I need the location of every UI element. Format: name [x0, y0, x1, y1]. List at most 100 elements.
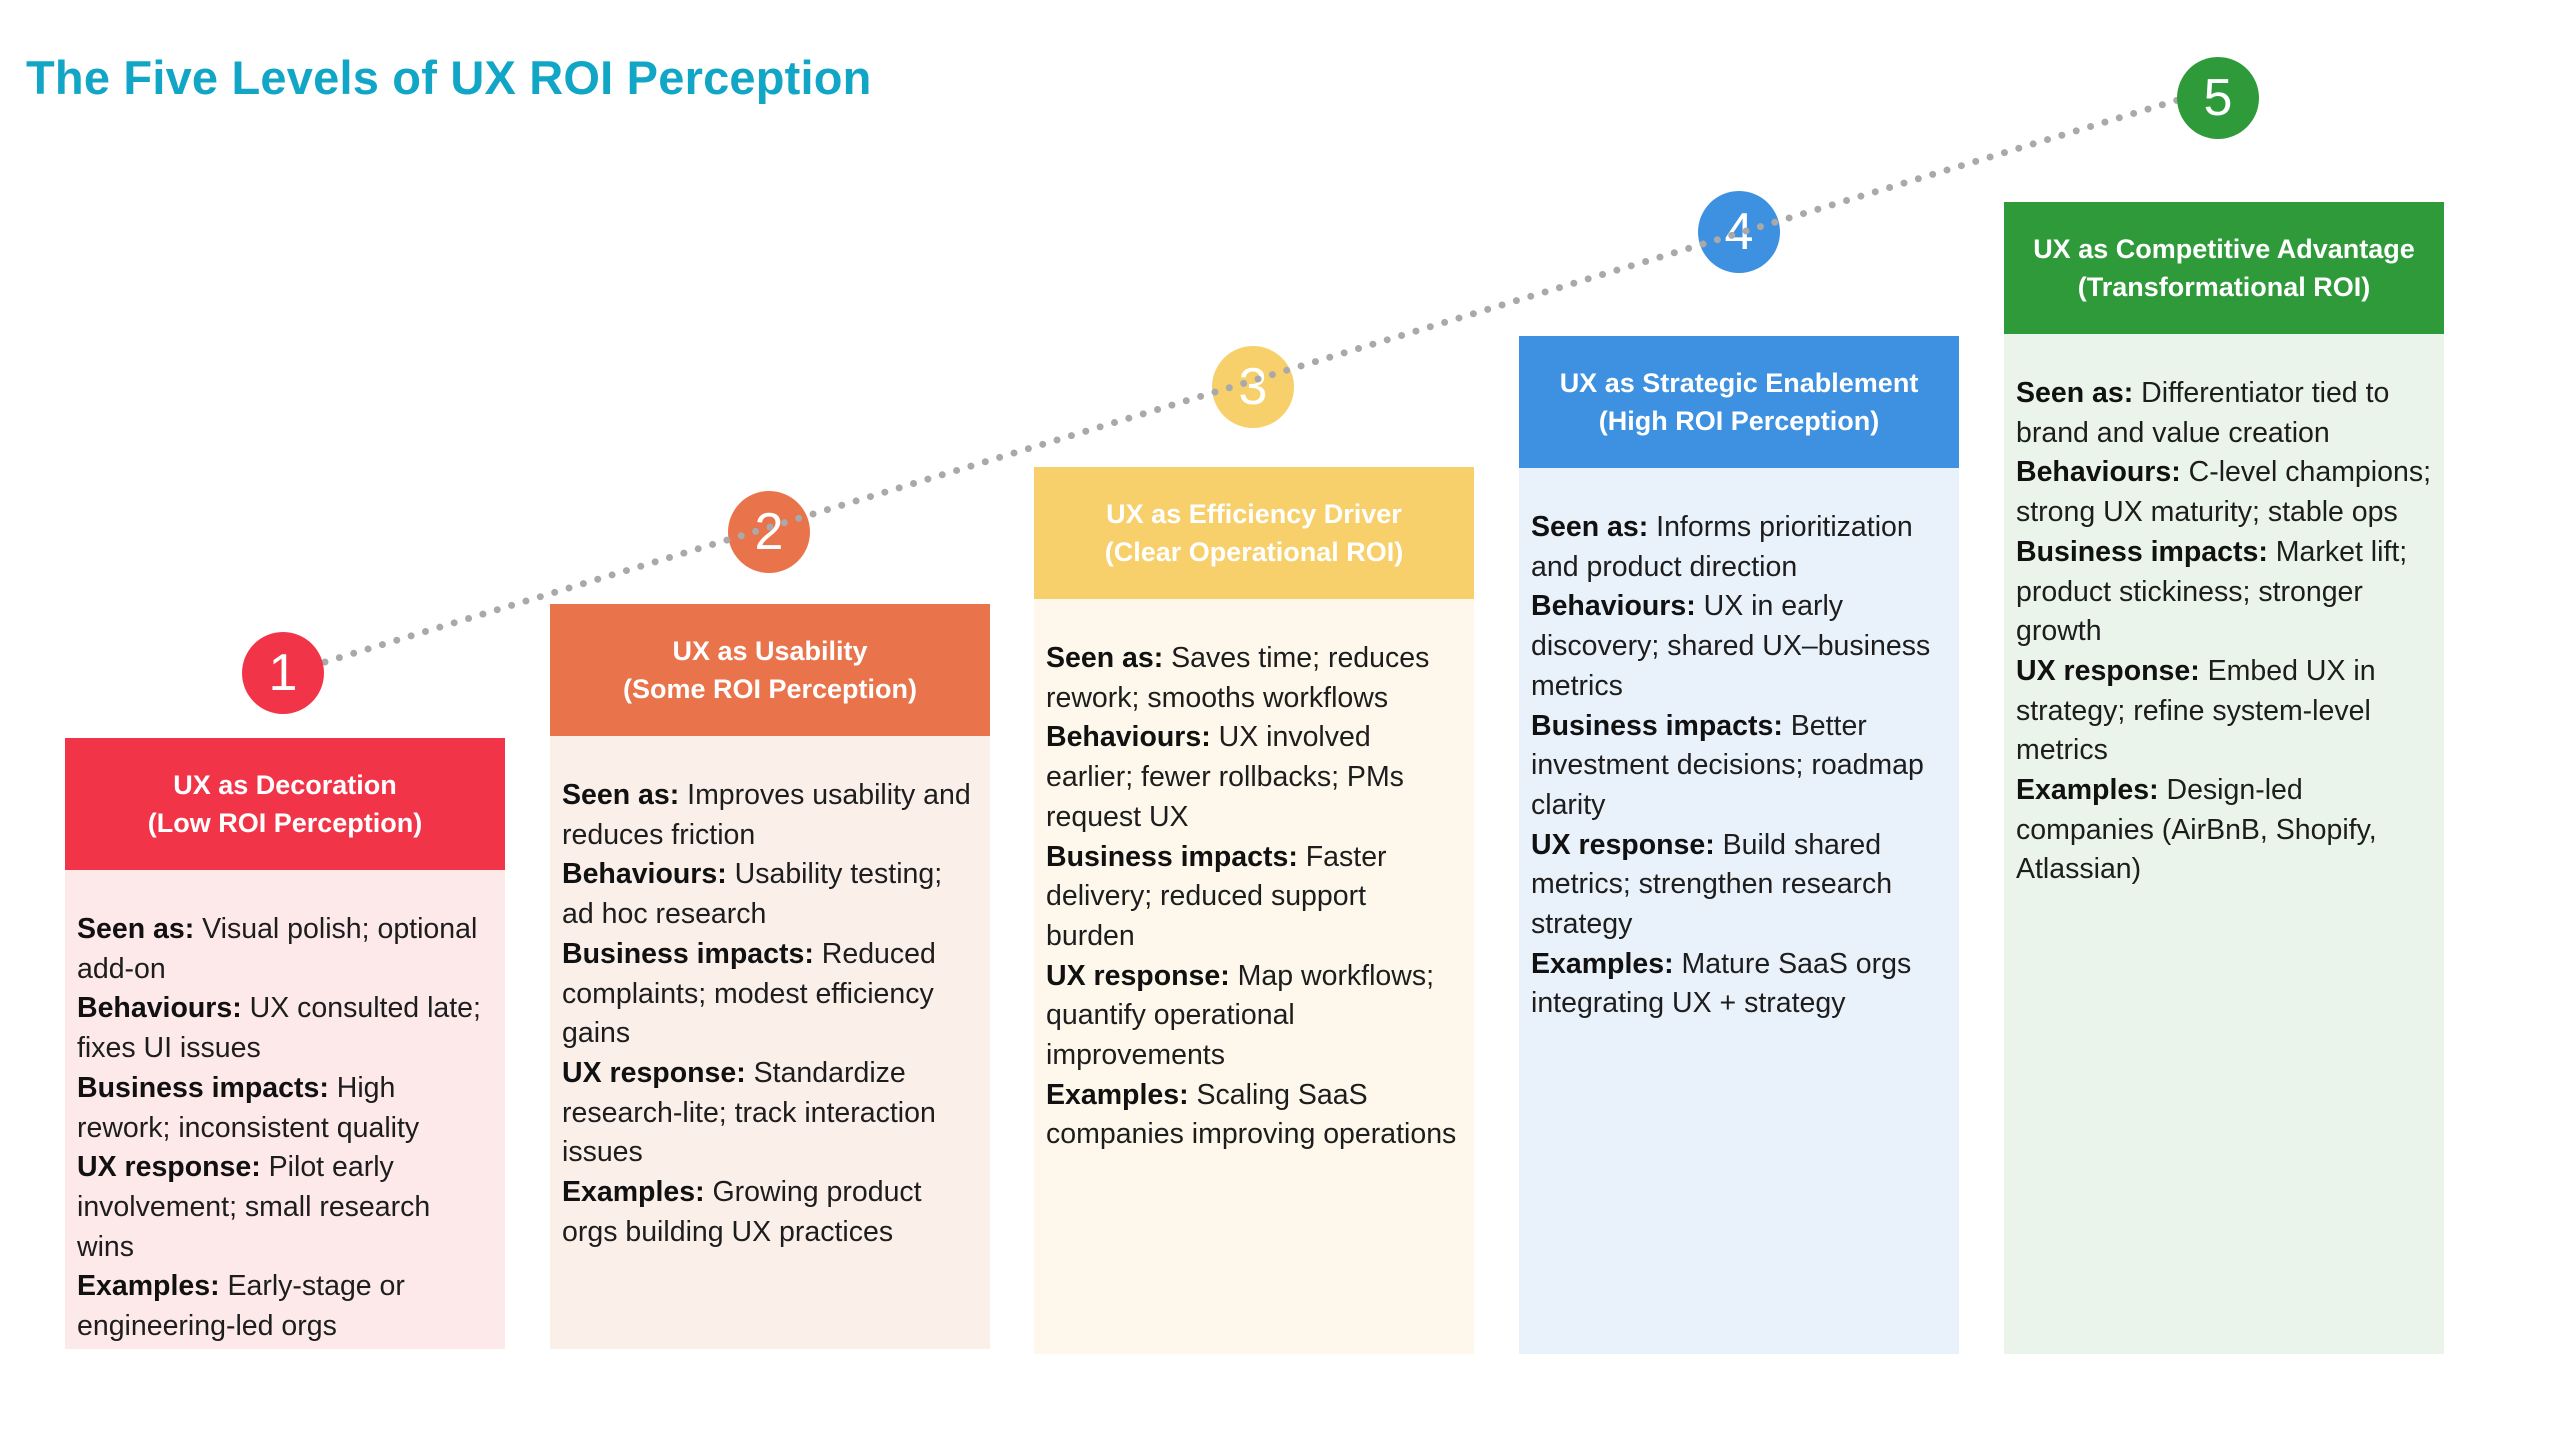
detail-item: Behaviours: C-level champions; strong UX… — [2016, 453, 2432, 532]
detail-text: Mature SaaS orgs integrating UX + strate… — [1531, 947, 1912, 1020]
detail-item: Behaviours: UX involved earlier; fewer r… — [1046, 718, 1462, 837]
level-title: UX as Efficiency Driver — [1106, 499, 1402, 529]
detail-label: Behaviours: — [1046, 721, 1211, 754]
detail-item: Business impacts: High rework; inconsist… — [77, 1069, 493, 1148]
detail-item: UX response: Build shared metrics; stren… — [1531, 826, 1947, 945]
detail-item: Seen as: Improves usability and reduces … — [562, 776, 978, 855]
level-3-card: UX as Efficiency Driver (Clear Operationa… — [1034, 467, 1474, 1354]
detail-label: UX response: — [2016, 654, 2200, 687]
level-number-badge: 1 — [242, 632, 324, 714]
detail-text: Design-led companies (AirBnB, Shopify, A… — [2016, 774, 2377, 886]
level-title: UX as Strategic Enablement — [1559, 368, 1919, 398]
detail-text: Scaling SaaS companies improving operati… — [1046, 1078, 1457, 1151]
level-1-card: UX as Decoration (Low ROI Perception) Seen… — [65, 738, 505, 1349]
detail-label: Examples: — [562, 1176, 705, 1209]
detail-item: Business impacts: Faster delivery; reduc… — [1046, 838, 1462, 957]
detail-label: Examples: — [77, 1270, 220, 1303]
detail-item: Behaviours: Usability testing; ad hoc re… — [562, 855, 978, 934]
detail-text: Better investment decisions; roadmap cla… — [1531, 709, 1924, 821]
level-header: UX as Strategic Enablement (High ROI Perc… — [1519, 336, 1959, 468]
detail-item: Examples: Scaling SaaS companies improvi… — [1046, 1076, 1462, 1155]
detail-label: Business impacts: — [2016, 535, 2268, 568]
detail-label: UX response: — [77, 1151, 261, 1184]
level-subtitle: (Clear Operational ROI) — [1104, 537, 1404, 567]
level-2-card: UX as Usability (Some ROI Perception) Seen… — [550, 604, 990, 1349]
page-title: The Five Levels of UX ROI Perception — [26, 51, 872, 104]
detail-label: Seen as: — [2016, 377, 2134, 409]
detail-text: Usability testing; ad hoc research — [562, 858, 943, 931]
detail-text: High rework; inconsistent quality — [77, 1071, 420, 1144]
detail-item: Behaviours: UX in early discovery; share… — [1531, 587, 1947, 706]
level-subtitle: (Low ROI Perception) — [147, 808, 423, 838]
detail-text: UX involved earlier; fewer rollbacks; PM… — [1046, 721, 1404, 833]
detail-text: Growing product orgs building UX practic… — [562, 1176, 922, 1248]
level-title: UX as Decoration — [173, 770, 397, 800]
detail-item: Business impacts: Market lift; product s… — [2016, 533, 2432, 652]
detail-label: Business impacts: — [1531, 709, 1783, 742]
level-number-badge: 5 — [2177, 57, 2259, 139]
detail-item: Seen as: Visual polish; optional add-on — [77, 910, 493, 989]
detail-label: Examples: — [1531, 947, 1674, 980]
detail-label: Seen as: — [77, 913, 195, 945]
detail-text: Early-stage or engineering-led orgs — [77, 1270, 405, 1343]
detail-text: Visual polish; optional add-on — [77, 913, 478, 985]
detail-label: Examples: — [1046, 1078, 1189, 1111]
detail-text: Improves usability and reduces friction — [562, 779, 971, 851]
level-number-badge: 4 — [1698, 191, 1780, 273]
detail-label: Behaviours: — [2016, 456, 2181, 489]
detail-item: UX response: Embed UX in strategy; refin… — [2016, 652, 2432, 771]
detail-item: Seen as: Saves time; reduces rework; smo… — [1046, 639, 1462, 718]
level-number-badge: 3 — [1212, 346, 1294, 428]
level-header: UX as Efficiency Driver (Clear Operationa… — [1034, 467, 1474, 599]
level-subtitle: (Transformational ROI) — [2077, 272, 2371, 302]
level-details: Seen as: Saves time; reduces rework; smo… — [1034, 599, 1474, 1354]
detail-label: Business impacts: — [1046, 840, 1298, 873]
level-5-card: UX as Competitive Advantage (Transformati… — [2004, 202, 2444, 1354]
detail-label: Business impacts: — [77, 1071, 329, 1104]
detail-item: Examples: Early-stage or engineering-led… — [77, 1267, 493, 1346]
detail-text: Standardize research-lite; track interac… — [562, 1056, 936, 1169]
detail-item: Examples: Mature SaaS orgs integrating U… — [1531, 945, 1947, 1024]
detail-item: Business impacts: Better investment deci… — [1531, 707, 1947, 826]
level-title: UX as Competitive Advantage — [2033, 234, 2415, 264]
level-number-badge: 2 — [728, 491, 810, 573]
detail-label: Behaviours: — [1531, 590, 1696, 623]
detail-label: Behaviours: — [562, 858, 727, 891]
detail-label: Seen as: — [562, 779, 680, 811]
detail-text: Embed UX in strategy; refine system-leve… — [2016, 654, 2376, 767]
detail-label: Business impacts: — [562, 937, 814, 970]
detail-text: UX consulted late; fixes UI issues — [77, 992, 481, 1065]
level-header: UX as Decoration (Low ROI Perception) — [65, 738, 505, 870]
detail-item: Behaviours: UX consulted late; fixes UI … — [77, 989, 493, 1068]
detail-label: UX response: — [1046, 959, 1230, 992]
detail-label: Seen as: — [1046, 642, 1164, 674]
level-subtitle: (High ROI Perception) — [1598, 406, 1880, 436]
detail-item: Examples: Growing product orgs building … — [562, 1173, 978, 1252]
detail-label: UX response: — [1531, 828, 1715, 861]
level-subtitle: (Some ROI Perception) — [622, 674, 918, 704]
level-details: Seen as: Informs prioritization and prod… — [1519, 468, 1959, 1354]
level-4-card: UX as Strategic Enablement (High ROI Perc… — [1519, 336, 1959, 1354]
level-header: UX as Usability (Some ROI Perception) — [550, 604, 990, 736]
detail-item: Business impacts: Reduced complaints; mo… — [562, 935, 978, 1054]
detail-label: Examples: — [2016, 774, 2159, 807]
detail-label: UX response: — [562, 1056, 746, 1089]
detail-label: Seen as: — [1531, 511, 1649, 543]
level-header: UX as Competitive Advantage (Transformati… — [2004, 202, 2444, 334]
detail-item: Seen as: Informs prioritization and prod… — [1531, 508, 1947, 587]
level-details: Seen as: Improves usability and reduces … — [550, 736, 990, 1349]
detail-item: UX response: Standardize research-lite; … — [562, 1054, 978, 1173]
detail-item: UX response: Map workflows; quantify ope… — [1046, 957, 1462, 1076]
detail-text: Map workflows; quantify operational impr… — [1046, 959, 1435, 1072]
detail-item: Examples: Design-led companies (AirBnB, … — [2016, 771, 2432, 890]
detail-item: Seen as: Differentiator tied to brand an… — [2016, 374, 2432, 453]
detail-text: Pilot early involvement; small research … — [77, 1151, 431, 1263]
detail-item: UX response: Pilot early involvement; sm… — [77, 1148, 493, 1267]
level-title: UX as Usability — [672, 636, 868, 666]
detail-label: Behaviours: — [77, 992, 242, 1025]
detail-text: Faster delivery; reduced support burden — [1046, 840, 1387, 952]
detail-text: Build shared metrics; strengthen researc… — [1531, 828, 1893, 941]
level-details: Seen as: Differentiator tied to brand an… — [2004, 334, 2444, 1354]
detail-text: Reduced complaints; modest efficiency ga… — [562, 937, 936, 1050]
